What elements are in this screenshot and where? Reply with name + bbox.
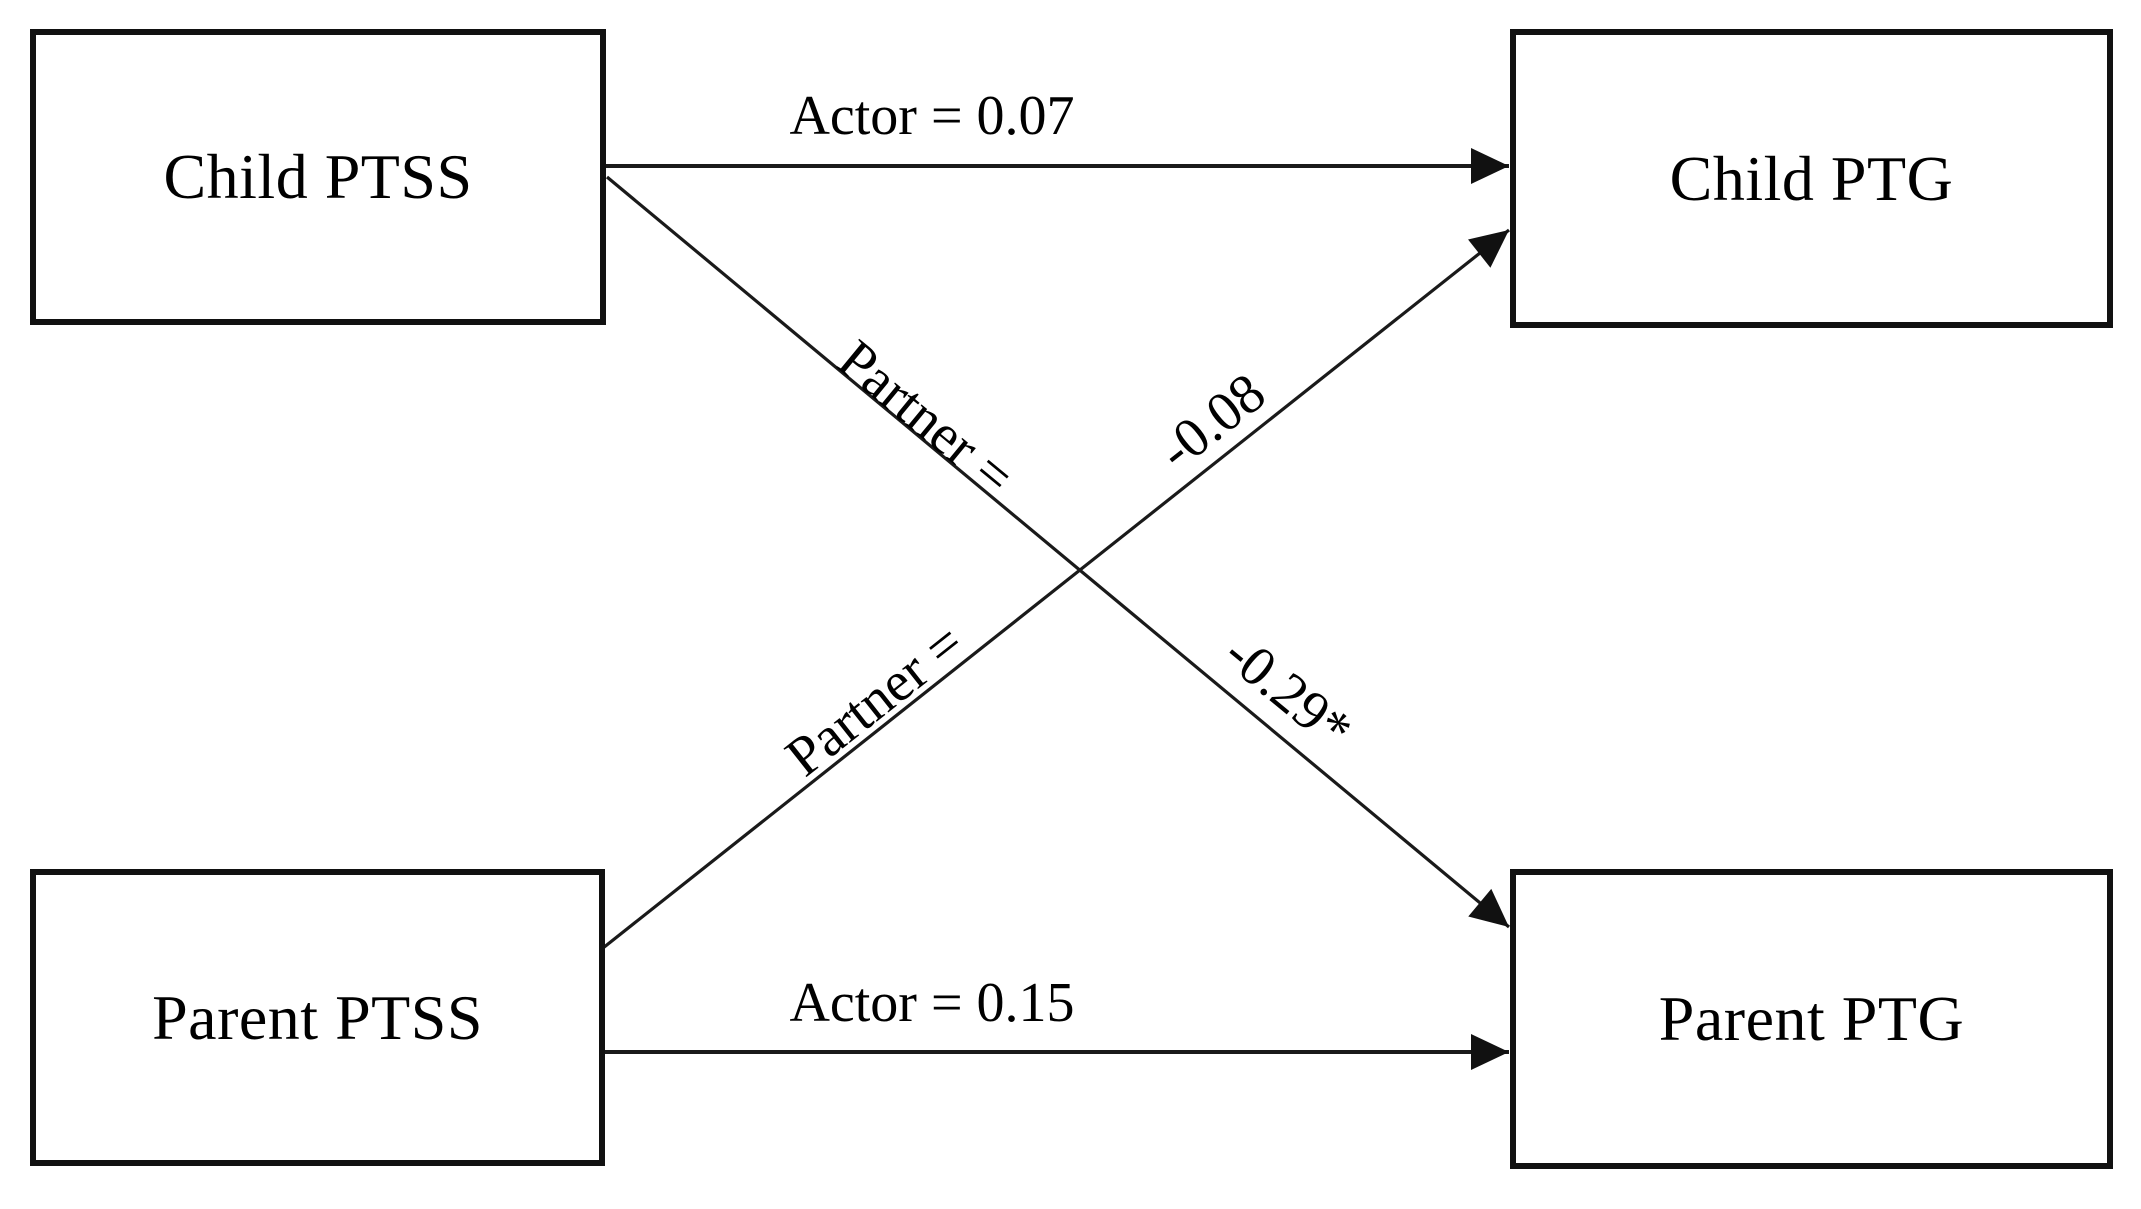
node-box-parent-ptss [30, 869, 605, 1166]
edge-label-actor-child: Actor = 0.07 [789, 85, 1075, 147]
node-label-parent-ptss: Parent PTSS [152, 981, 483, 1053]
node-label-parent-ptg: Parent PTG [1658, 983, 1965, 1054]
edge-label-actor-parent: Actor = 0.15 [789, 972, 1075, 1034]
node-box-parent-ptg [1510, 869, 2113, 1169]
edge-line-partner-child-to-parent [605, 175, 1511, 929]
edge-line-partner-parent-to-child [602, 228, 1510, 950]
node-label-child-ptss: Child PTSS [163, 141, 473, 212]
node-box-child-ptg [1510, 29, 2113, 328]
node-box-child-ptss [30, 29, 606, 325]
node-label-child-ptg: Child PTG [1669, 142, 1954, 214]
